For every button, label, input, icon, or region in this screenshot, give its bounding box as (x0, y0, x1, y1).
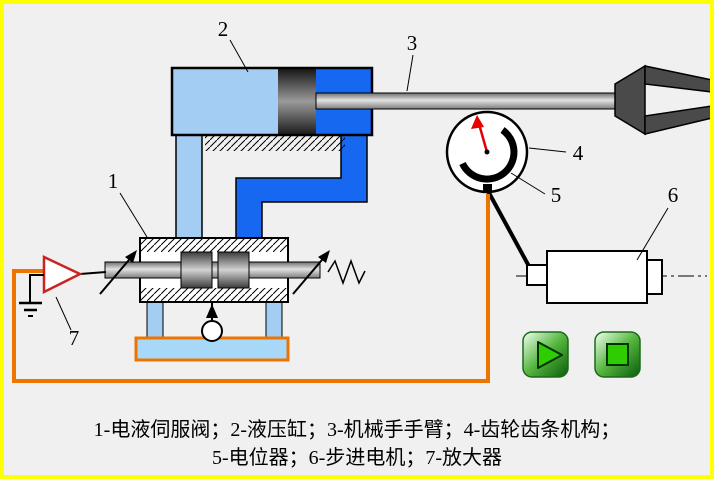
stop-icon (606, 343, 629, 366)
feedback-wire (12, 194, 490, 383)
label-3: 3 (407, 31, 418, 55)
leader-6 (636, 207, 669, 261)
label-6: 6 (668, 183, 679, 207)
gear-rack-potentiometer (445, 110, 529, 194)
leader-1 (119, 192, 148, 238)
pipe-tank-right (265, 299, 283, 341)
valve-spool-land-right (217, 251, 250, 289)
servo-valve (99, 237, 366, 342)
amplifier (19, 255, 107, 317)
solenoid-arrowhead-left (125, 250, 137, 263)
play-button[interactable] (522, 331, 569, 378)
drain-port (201, 320, 223, 342)
valve-hatch-bottom (141, 288, 287, 301)
motor-end-cap (646, 259, 663, 295)
label-2: 2 (218, 17, 229, 41)
play-icon (537, 341, 563, 369)
leader-5 (510, 172, 546, 195)
stepper-motor-assembly (486, 190, 707, 304)
return-spring-icon (327, 258, 366, 286)
drain-arrow-icon (206, 304, 218, 318)
amplifier-output-wire (79, 271, 107, 275)
leader-2 (229, 39, 249, 73)
wiper-terminal (483, 184, 492, 193)
ground-lead (29, 274, 44, 303)
solenoid-arrow-left (99, 253, 135, 295)
potentiometer-track (459, 127, 518, 183)
motor-body (546, 250, 648, 304)
motor-link-rod (486, 190, 533, 271)
piston-rod (315, 92, 619, 110)
pointer-needle-icon (477, 123, 489, 153)
pipe-tank-left (146, 299, 164, 341)
pointer-needle-tip (471, 115, 484, 129)
needle-pivot (484, 149, 490, 155)
caption-line-1: 1-电液伺服阀；2-液压缸；3-机械手手臂；4-齿轮齿条机构； (94, 418, 621, 441)
cylinder-chamber-left (172, 68, 278, 135)
mount-hatch (205, 136, 345, 151)
caption-line-2: 5-电位器；6-步进电机；7-放大器 (212, 446, 502, 469)
solenoid-arrowhead-right (318, 250, 330, 263)
callout-labels: 2 3 1 4 5 6 7 (55, 17, 679, 350)
cylinder-piston (278, 68, 316, 135)
stop-button[interactable] (594, 331, 641, 378)
label-1: 1 (108, 169, 119, 193)
solenoid-arrow-right (292, 253, 328, 295)
leader-4 (528, 147, 567, 153)
motor-coupling (526, 264, 548, 286)
valve-spool-land-left (180, 251, 213, 289)
label-7: 7 (69, 326, 80, 350)
label-4: 4 (573, 141, 584, 165)
label-5: 5 (551, 183, 562, 207)
leader-3 (406, 54, 414, 92)
leader-7 (55, 296, 72, 331)
manipulator-arm (315, 64, 713, 136)
pipe-left-light (175, 129, 203, 243)
valve-hatch-top (141, 239, 287, 252)
cylinder-mount (205, 136, 345, 151)
figure-caption: 1-电液伺服阀；2-液压缸；3-机械手手臂；4-齿轮齿条机构； 5-电位器；6-… (94, 418, 621, 469)
